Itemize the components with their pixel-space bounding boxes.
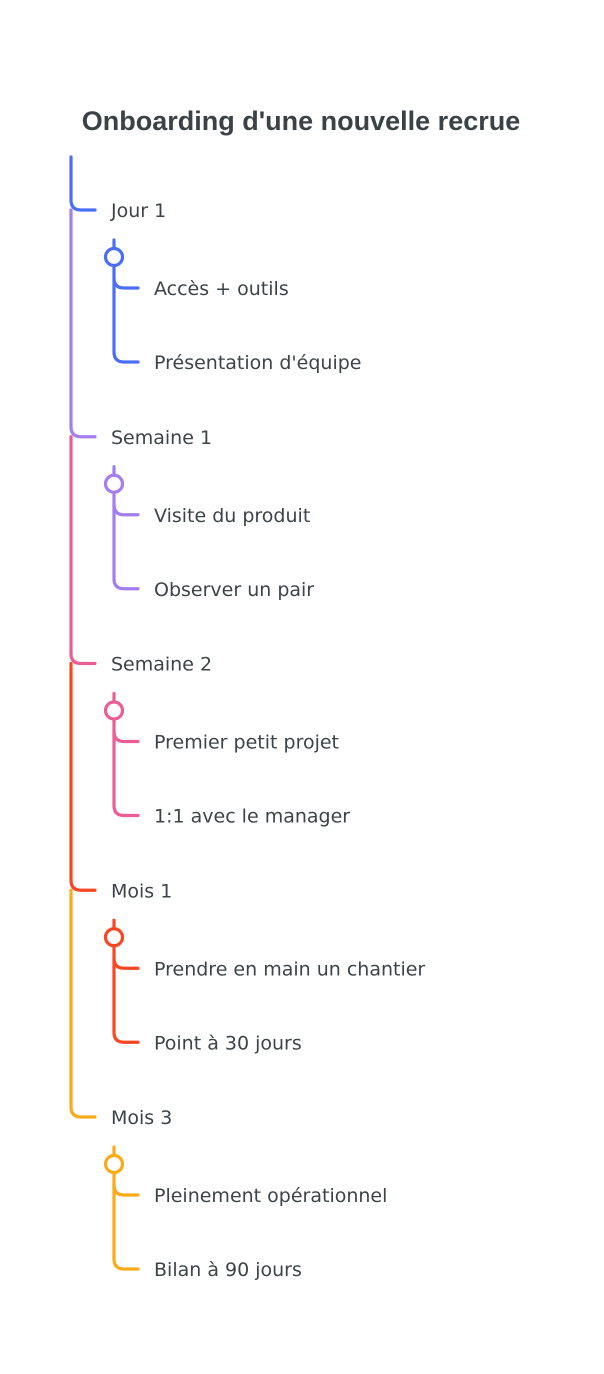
phase-node-icon bbox=[103, 1153, 125, 1175]
branch-line bbox=[112, 1170, 140, 1271]
branch-elbow bbox=[112, 956, 140, 970]
task-label: Pleinement opérationnel bbox=[154, 1185, 387, 1207]
branch-line bbox=[112, 490, 140, 591]
task-label: 1:1 avec le manager bbox=[154, 806, 350, 828]
task-label: Accès + outils bbox=[154, 278, 289, 300]
timeline-trunk bbox=[69, 155, 97, 1119]
task-label: Observer un pair bbox=[154, 579, 314, 601]
task-label: Présentation d'équipe bbox=[154, 352, 361, 374]
diagram-title: Onboarding d'une nouvelle recrue bbox=[82, 106, 521, 136]
branch-elbow bbox=[112, 1183, 140, 1197]
trunk-segment bbox=[69, 155, 97, 212]
phase-label: Mois 1 bbox=[111, 880, 172, 902]
phase-label: Jour 1 bbox=[110, 200, 166, 222]
branch-line bbox=[112, 944, 140, 1044]
task-label: Premier petit projet bbox=[154, 732, 339, 754]
phase-node-icon bbox=[103, 927, 125, 948]
phase-label: Semaine 1 bbox=[111, 427, 212, 449]
phase-node-icon bbox=[103, 473, 125, 494]
task-label: Bilan à 90 jours bbox=[154, 1259, 302, 1281]
trunk-segment bbox=[69, 888, 97, 1119]
task-label: Point à 30 jours bbox=[154, 1032, 302, 1054]
phase-node-icon bbox=[103, 700, 125, 721]
branch-elbow bbox=[112, 503, 140, 517]
branch-elbow bbox=[112, 729, 140, 744]
task-label: Visite du produit bbox=[154, 505, 310, 527]
trunk-segment bbox=[69, 435, 97, 666]
branch-elbow bbox=[112, 276, 140, 290]
phase-node-icon bbox=[103, 246, 125, 268]
phase-label: Mois 3 bbox=[111, 1107, 172, 1129]
trunk-segment bbox=[69, 208, 97, 439]
task-label: Prendre en main un chantier bbox=[154, 958, 425, 980]
trunk-segment bbox=[69, 661, 97, 892]
phase-group: Semaine 2 Premier petit projet 1:1 avec le… bbox=[103, 654, 350, 828]
branch-line bbox=[112, 717, 140, 818]
phase-label: Semaine 2 bbox=[111, 654, 212, 676]
branch-line bbox=[112, 263, 140, 364]
